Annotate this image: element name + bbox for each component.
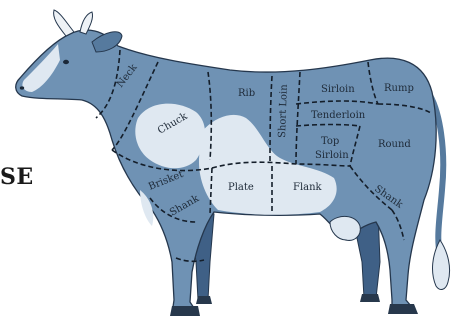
label-rib: Rib (238, 88, 255, 99)
hoof-front (170, 306, 200, 316)
hoof-hind (388, 304, 418, 314)
label-flank: Flank (293, 182, 323, 193)
label-plate: Plate (228, 182, 254, 193)
tail-tuft (433, 240, 450, 289)
label-top-sirloin-line1: Top (321, 136, 339, 147)
hoof-far-hind (360, 294, 380, 302)
label-rump: Rump (384, 83, 414, 94)
eye (63, 60, 69, 64)
label-short-loin: Short Loin (277, 84, 290, 138)
label-sirloin: Sirloin (321, 84, 355, 95)
hoof-far-front (196, 296, 212, 304)
label-top-sirloin-line2: Sirloin (315, 150, 349, 161)
label-round: Round (378, 139, 411, 150)
udder (330, 216, 360, 240)
label-tenderloin: Tenderloin (311, 110, 366, 121)
horn-left (54, 10, 74, 36)
nostril (20, 86, 24, 89)
